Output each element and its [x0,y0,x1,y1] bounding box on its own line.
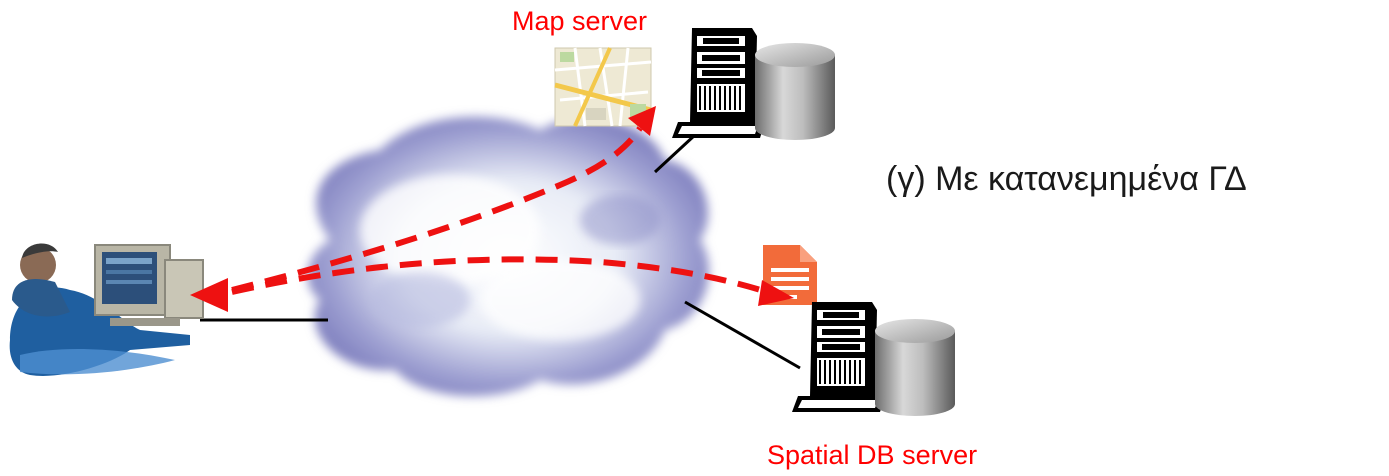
link-cloud-map-server [653,133,697,174]
db-server-tower-icon [792,302,885,412]
map-server-tower-icon [672,28,765,138]
map-thumbnail-icon [554,47,652,127]
map-server-database-icon [755,43,835,140]
spatial-db-server-label: Spatial DB server [767,440,978,470]
db-server-database-icon [875,319,955,416]
link-cloud-db-server [684,300,801,370]
user-at-computer-icon [9,243,204,376]
map-server-label: Map server [512,6,648,36]
diagram-caption: (γ) Με κατανεμημένα ΓΔ [886,160,1247,198]
request-arrow-to-map-server [231,106,656,293]
request-arrow-to-db-server [231,256,794,306]
arrowhead-to-user [190,278,228,312]
